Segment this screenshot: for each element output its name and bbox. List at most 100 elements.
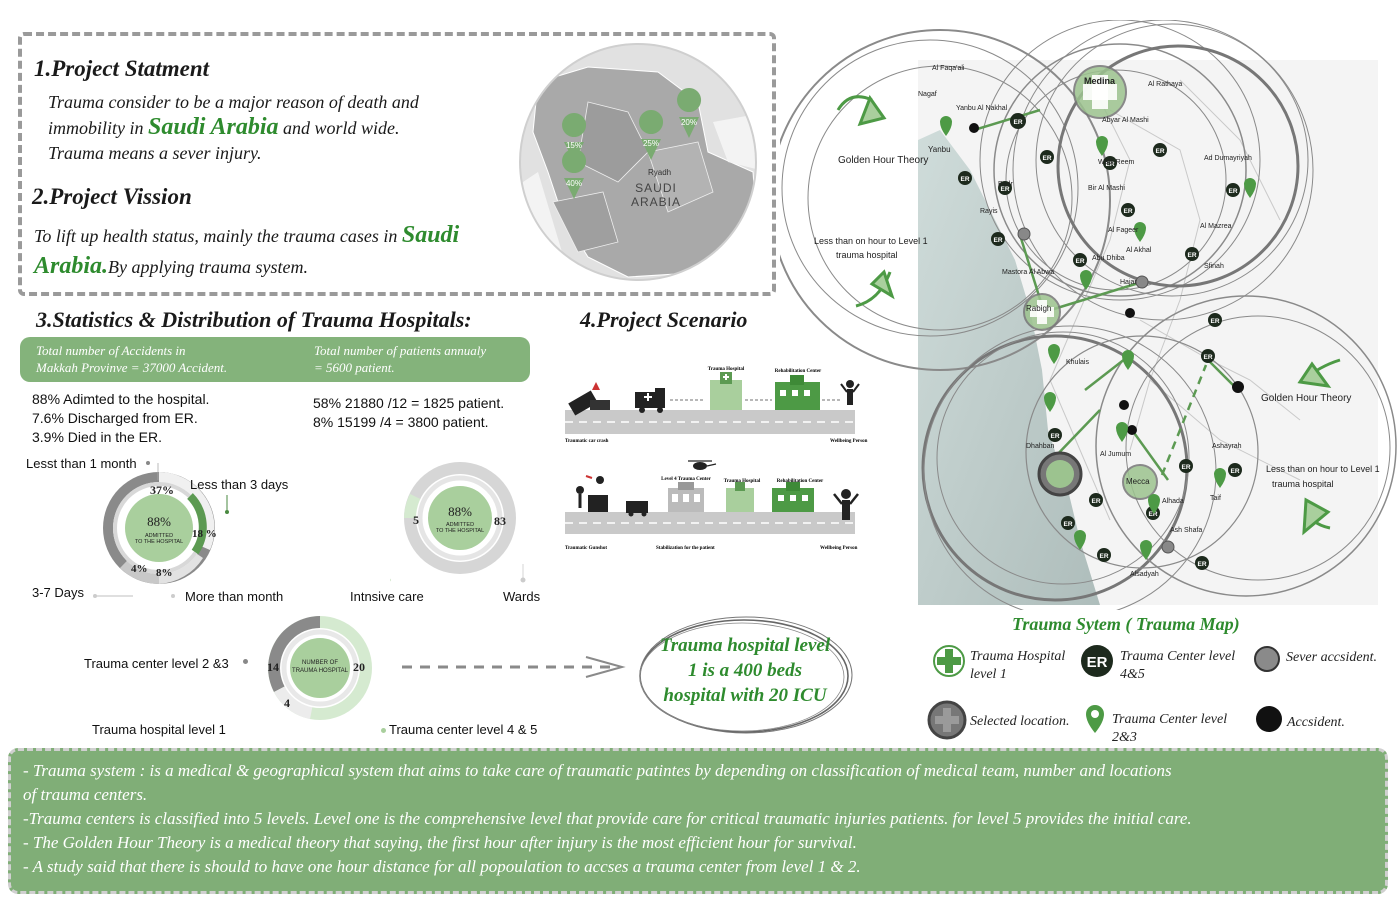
legend-line: 4&5	[1120, 667, 1145, 682]
callout-line: 1 is a 400 beds	[688, 660, 802, 681]
place-label: Al Faqa'ali	[932, 65, 965, 72]
er-text: ER	[1187, 252, 1196, 259]
legend-line: Trauma Hospital	[970, 649, 1066, 664]
er-text: ER	[1087, 654, 1108, 671]
legend-severe: Sever accsident.	[1286, 650, 1377, 665]
er-icon: ER	[1208, 313, 1222, 327]
vision-text-part: By applying trauma system.	[108, 257, 308, 277]
severe-accident-dot	[1161, 540, 1175, 554]
pin-label: 15%	[566, 141, 582, 150]
place-label: Ashayrah	[1212, 443, 1242, 450]
pin-icon	[1044, 392, 1056, 412]
statement-text-part: immobility in	[48, 118, 144, 138]
er-icon: ER	[1097, 548, 1111, 562]
note-line: -Trauma centers is classified into 5 lev…	[23, 809, 1192, 828]
less-hour-label: trauma hospital	[836, 250, 898, 260]
statement-panel	[18, 32, 776, 296]
pin-icon	[1214, 468, 1226, 488]
er-text: ER	[960, 176, 969, 183]
scenario-label: Trauma Hospital	[708, 367, 745, 372]
segment-label: 8%	[156, 567, 173, 579]
place-label: Wadi Reem	[1098, 159, 1134, 166]
pin-legend-icon	[1086, 705, 1104, 733]
er-text: ER	[1050, 433, 1059, 440]
er-center-icons: ER ER ER ER ER ER ER ER ER ER ER ER ER E…	[958, 113, 1242, 570]
stats-right-list: 58% 21880 /12 = 1825 patient. 8% 15199 /…	[313, 394, 504, 432]
er-text: ER	[1075, 258, 1084, 265]
statement-line-3: Trauma means a sever injury.	[48, 143, 262, 163]
segment-label: 14	[267, 660, 279, 674]
place-label: Mecca	[1126, 477, 1150, 486]
accident-dot	[1119, 400, 1129, 410]
place-label: Taif	[1210, 495, 1221, 502]
pin-label: 25%	[643, 139, 659, 148]
donut-center-label: NUMBER OF	[302, 660, 338, 666]
less-hour-label: Less than on hour to Level 1	[1266, 464, 1380, 474]
person-icon	[840, 380, 860, 405]
less-hour-label: Less than on hour to Level 1	[814, 236, 928, 246]
place-labels: Al Faqa'ali Nagaf Yanbu Al Nakhal Medina…	[918, 65, 1252, 578]
trauma-hospital-medina-icon	[1073, 65, 1127, 119]
selected-location-jeddah-icon	[1037, 451, 1083, 497]
legend-er: Trauma Center level 4&5	[1120, 648, 1235, 684]
place-label: Nagaf	[918, 91, 937, 98]
er-text: ER	[1123, 208, 1132, 215]
er-icon: ER	[958, 171, 972, 185]
map-pin-icon: 20%	[677, 88, 702, 138]
hospital-plus-icon	[933, 645, 965, 677]
scenario-illustration: Trauma Hospital Rehabilitation Center Tr…	[565, 367, 868, 551]
er-text: ER	[1230, 468, 1239, 475]
er-icon: ER	[991, 232, 1005, 246]
label-less-1-month: Lesst than 1 month	[26, 456, 137, 471]
statement-line-1: Trauma consider to be a major reason of …	[48, 92, 419, 112]
er-icon: ER	[1185, 247, 1199, 261]
stat-line: 58% 21880 /12 = 1825 patient.	[313, 395, 505, 411]
tc23-pins	[940, 116, 1256, 560]
er-icon: ER	[1048, 428, 1062, 442]
project-vision-text: To lift up health status, mainly the tra…	[34, 220, 504, 282]
place-label: Badr	[998, 181, 1013, 188]
severe-accident-dot	[1135, 275, 1149, 289]
er-text: ER	[1210, 318, 1219, 325]
statistics-title: 3.Statistics & Distribution of Trauma Ho…	[36, 307, 472, 332]
er-text: ER	[1099, 553, 1108, 560]
segment-label: 20	[353, 660, 365, 674]
ambulance-icon	[626, 501, 648, 517]
accident-dot	[1127, 425, 1137, 435]
place-label: Yanbu	[928, 145, 951, 154]
accident-icon	[1256, 706, 1282, 732]
trauma-hospital-mecca-icon	[1122, 464, 1158, 500]
stat-line: 88% Adimted to the hospital.	[32, 391, 210, 407]
helicopter-icon	[688, 460, 717, 470]
er-text: ER	[1105, 161, 1114, 168]
ryadh-label: Ryadh	[648, 168, 671, 177]
pin-icon	[1148, 494, 1160, 514]
scenario-caption: Traumatic Gunshot	[565, 546, 607, 551]
scenario-caption: Stabilization for the patient	[656, 546, 715, 551]
selected-location-icon	[927, 700, 967, 740]
scenario-label: Rehabilitation Center	[775, 369, 822, 374]
accident-dot	[1232, 381, 1244, 393]
er-icon: ER	[1061, 516, 1075, 530]
er-icon: ER	[1073, 253, 1087, 267]
label-wards: Wards	[503, 589, 541, 604]
accident-markers	[969, 123, 1244, 554]
pin-icon	[1140, 540, 1152, 560]
arrow-right-icon	[402, 656, 626, 678]
note-line: - Trauma system : is a medical & geograp…	[23, 761, 1172, 780]
label-level-4-5: Trauma center level 4 & 5	[389, 722, 538, 737]
country-label: ARABIA	[631, 195, 681, 209]
pin-label: 40%	[566, 179, 582, 188]
er-text: ER	[1148, 511, 1157, 518]
scenario-label: Level 4 Trauma Center	[661, 477, 711, 482]
er-text: ER	[1042, 155, 1051, 162]
saudi-inset-map: 15% 25% 20% 40% Ryadh SAUDI ARABIA	[519, 43, 757, 281]
scenario-caption: Wellbeing Person	[830, 439, 868, 444]
trauma-hospitals-donut: NUMBER OF TRAUMA HOSPITAL 14 20 4	[267, 616, 372, 720]
admission-donut: 88% ADMITTED TO THE HOSPITAL 5 83	[390, 462, 526, 583]
scenario-caption: Traumatic car crash	[565, 439, 609, 444]
statement-text-part: and world wide.	[283, 118, 400, 138]
project-statement-title: 1.Project Statment	[34, 56, 210, 81]
callout-ellipse	[639, 616, 853, 734]
trauma-hospital-rabigh-icon	[1023, 293, 1061, 331]
